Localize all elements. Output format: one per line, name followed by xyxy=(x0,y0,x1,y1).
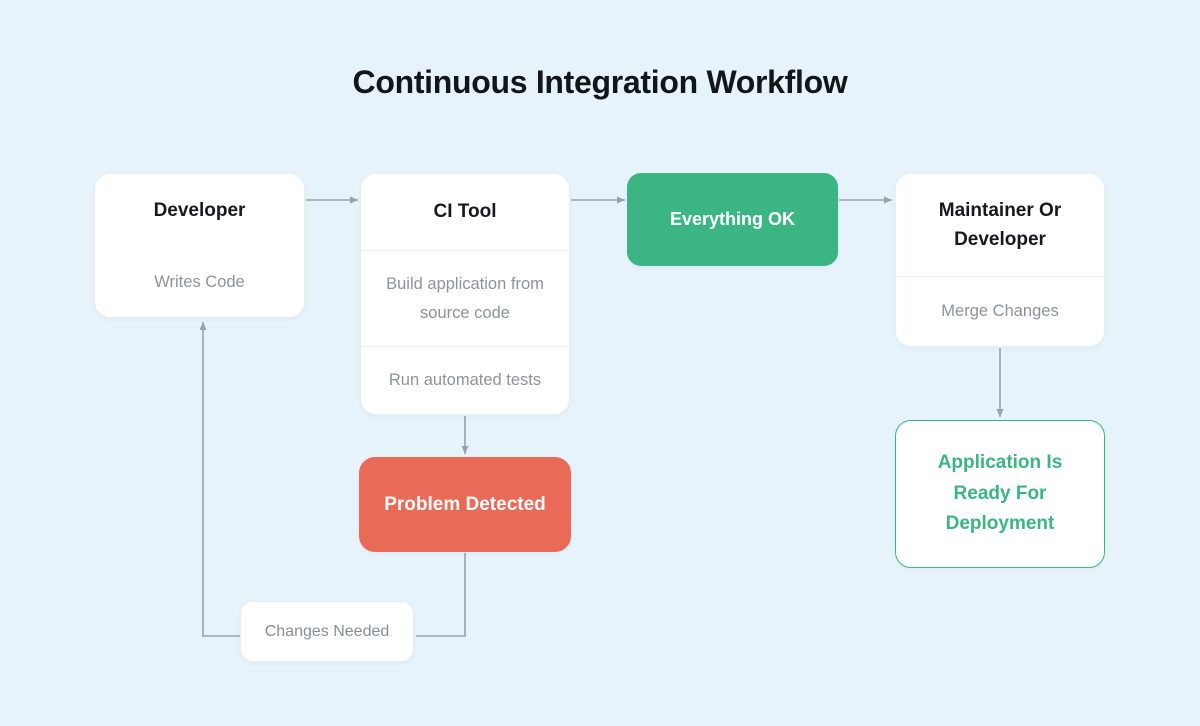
node-maintainer: Maintainer Or Developer Merge Changes xyxy=(895,173,1105,347)
node-changes-needed: Changes Needed xyxy=(240,601,414,662)
node-developer: Developer Writes Code xyxy=(94,173,305,318)
node-problem-detected: Problem Detected xyxy=(359,457,571,552)
problem-detected-label: Problem Detected xyxy=(384,493,546,515)
application-ready-label: Application Is Ready For Deployment xyxy=(937,452,1063,535)
ci-tool-step-build: Build application from source code xyxy=(386,274,544,322)
node-application-ready: Application Is Ready For Deployment xyxy=(895,420,1105,568)
node-everything-ok: Everything OK xyxy=(627,173,838,266)
maintainer-title: Maintainer Or Developer xyxy=(938,199,1062,250)
developer-subtitle: Writes Code xyxy=(154,273,245,292)
changes-needed-label: Changes Needed xyxy=(264,622,390,640)
developer-title: Developer xyxy=(153,200,246,222)
page-title: Continuous Integration Workflow xyxy=(352,64,848,100)
maintainer-subtitle: Merge Changes xyxy=(941,302,1059,321)
ci-tool-step-test: Run automated tests xyxy=(388,371,542,390)
everything-ok-label: Everything OK xyxy=(669,209,796,229)
node-ci-tool: CI Tool Build application from source co… xyxy=(360,173,570,415)
ci-tool-title: CI Tool xyxy=(433,201,497,223)
